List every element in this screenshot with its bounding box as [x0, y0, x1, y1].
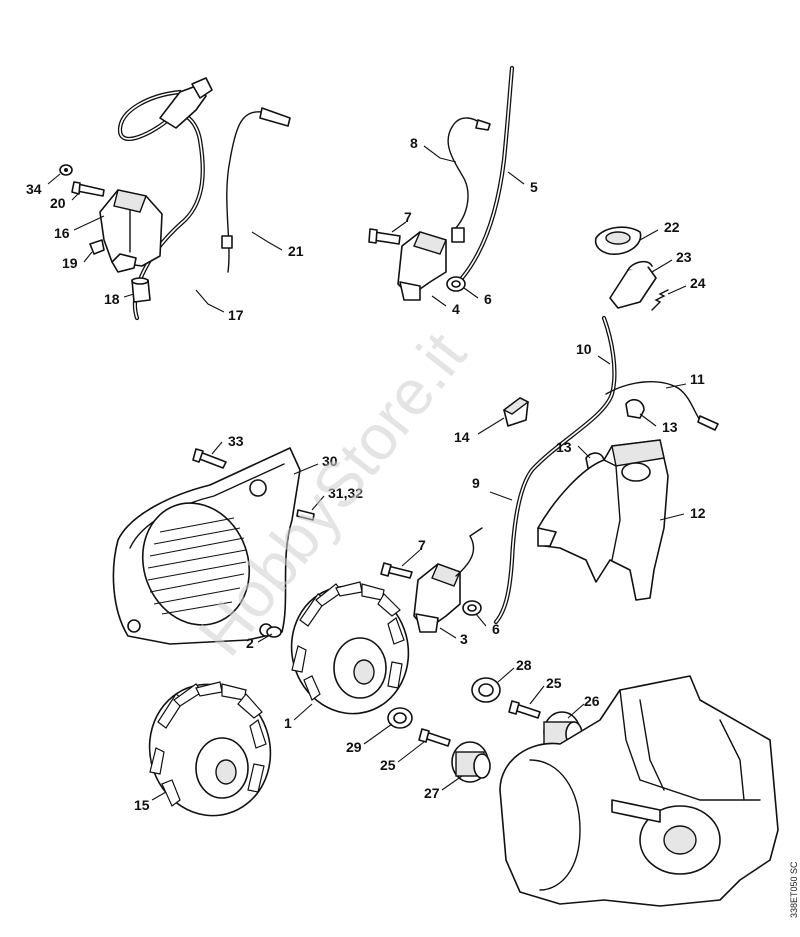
screw-33: [192, 448, 227, 469]
ring-27: [451, 741, 491, 783]
callout-10: 10: [576, 341, 592, 357]
callout-15: 15: [134, 797, 150, 813]
bushing-28: [471, 677, 501, 703]
callout-7-top: 7: [404, 209, 412, 225]
callout-18: 18: [104, 291, 120, 307]
cover-12: [537, 439, 669, 601]
stop-switch-3: [413, 527, 483, 633]
callout-24: 24: [690, 275, 706, 291]
callout-12: 12: [690, 505, 706, 521]
clip-19: [89, 239, 105, 255]
callout-13-left: 13: [556, 439, 572, 455]
grommet-6-bottom: [462, 600, 482, 616]
callout-7-bottom: 7: [418, 537, 426, 553]
callout-17: 17: [228, 307, 244, 323]
callout-23: 23: [676, 249, 692, 265]
screw-7-bottom: [380, 562, 413, 579]
callout-25-top: 25: [546, 675, 562, 691]
callout-28: 28: [516, 657, 532, 673]
callout-8: 8: [410, 135, 418, 151]
washer-34: [59, 164, 73, 176]
callout-27: 27: [424, 785, 440, 801]
callout-20: 20: [50, 195, 66, 211]
callout-22: 22: [664, 219, 680, 235]
callout-labels: 34 20 16 19 18 17 21 8 5 7 4 6 22 23 24 …: [26, 135, 706, 813]
spring-24: [651, 289, 669, 311]
screw-25-top: [508, 700, 541, 719]
callout-16: 16: [54, 225, 70, 241]
ground-wire-5: [459, 65, 515, 281]
flywheel-1: [290, 581, 410, 715]
callout-3: 3: [460, 631, 468, 647]
clamp-13-right: [625, 398, 645, 419]
callout-34: 34: [26, 181, 42, 197]
callout-29: 29: [346, 739, 362, 755]
callout-6-top: 6: [484, 291, 492, 307]
callout-33: 33: [228, 433, 244, 449]
stop-switch-4: [397, 231, 447, 301]
callout-14: 14: [454, 429, 470, 445]
callout-5: 5: [530, 179, 538, 195]
short-circuit-wire-8: [447, 117, 491, 243]
ignition-lead-10: [493, 315, 617, 625]
leader-lines: [47, 145, 687, 801]
callout-30: 30: [322, 453, 338, 469]
callout-1: 1: [284, 715, 292, 731]
spacer-14: [502, 397, 530, 427]
callout-19: 19: [62, 255, 78, 271]
callout-6-bottom: 6: [492, 621, 500, 637]
cap-22: [594, 226, 642, 255]
callout-11: 11: [690, 371, 705, 387]
spark-plug-terminal-18: [131, 277, 151, 303]
drawing-code: 338ET050 SC: [789, 861, 799, 918]
screw-25-bottom: [418, 728, 451, 747]
crankcase: [499, 675, 779, 907]
short-circuit-wire-11: [605, 381, 719, 431]
short-circuit-wire-21: [221, 107, 291, 273]
screw-7-top: [368, 228, 401, 245]
callout-13-right: 13: [662, 419, 678, 435]
callout-31-32: 31,32: [328, 485, 363, 501]
callout-4: 4: [452, 301, 460, 317]
callout-21: 21: [288, 243, 304, 259]
fan-housing-grille: [147, 517, 247, 615]
bushing-29: [387, 707, 413, 729]
spark-plug-boot-23: [609, 260, 657, 309]
screw-20: [71, 181, 105, 197]
callout-2: 2: [246, 635, 254, 651]
fan-housing-30: [112, 447, 301, 645]
callout-25-bottom: 25: [380, 757, 396, 773]
ignition-module-16: [99, 189, 163, 273]
flywheel-15: [148, 681, 272, 817]
grommet-6-top: [446, 276, 466, 292]
callout-9: 9: [472, 475, 480, 491]
callout-26: 26: [584, 693, 600, 709]
screw-31-32: [296, 509, 315, 521]
